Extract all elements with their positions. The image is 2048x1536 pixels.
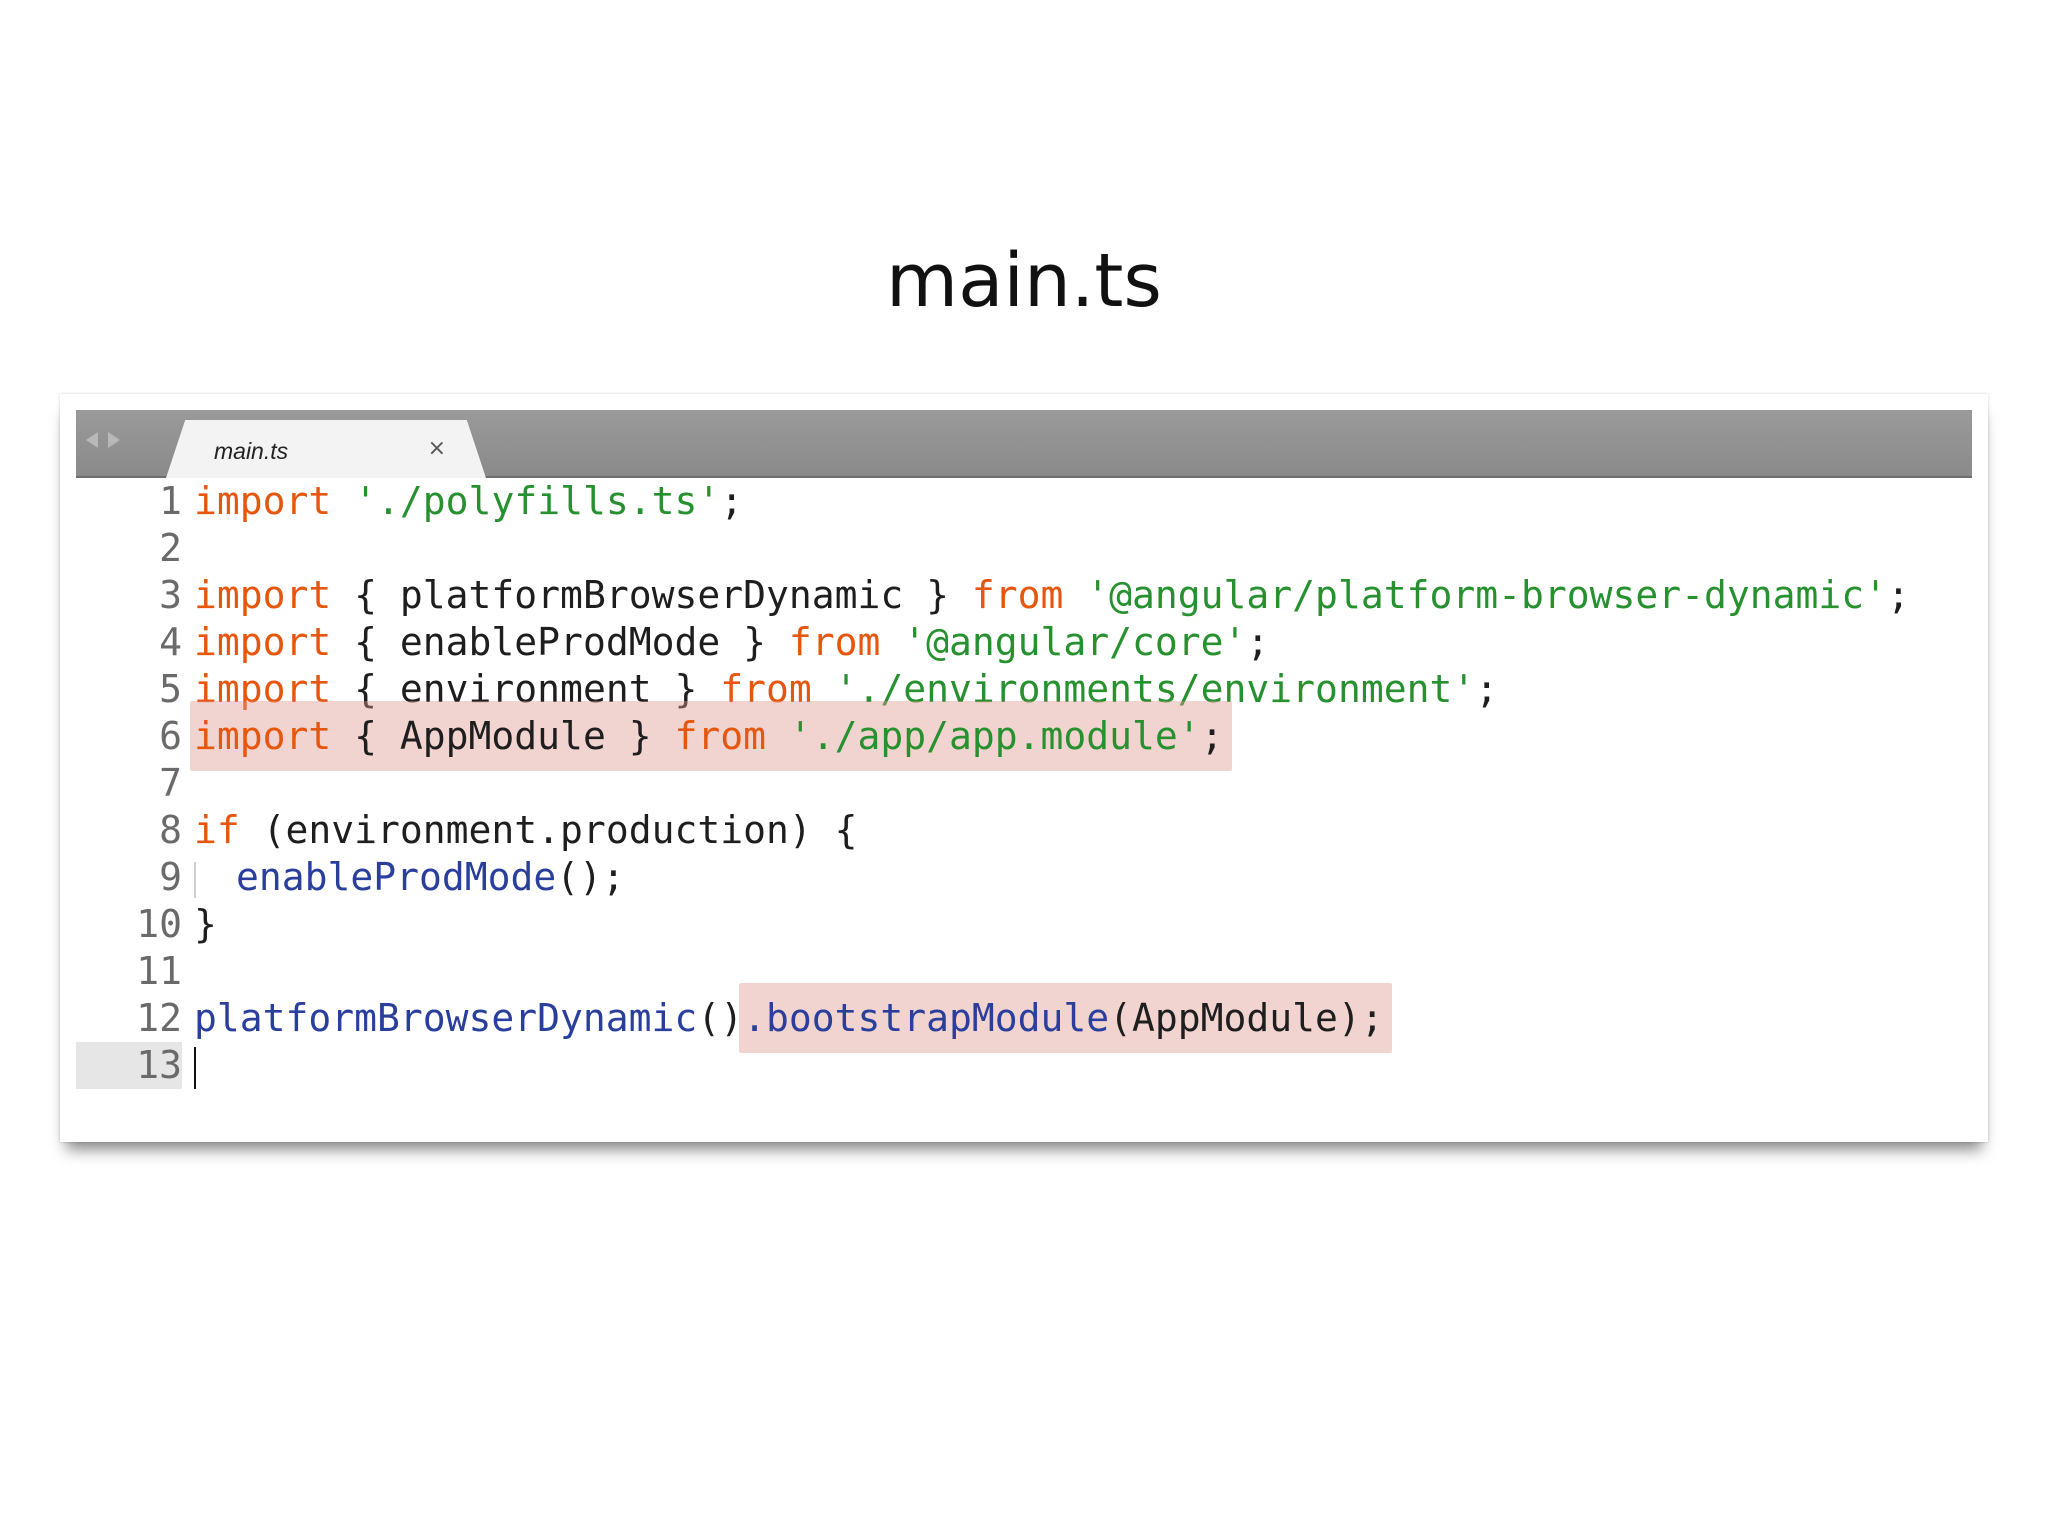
line-content: enableProdMode(); xyxy=(194,854,625,901)
tab-nav-arrows xyxy=(86,432,120,448)
line-number: 5 xyxy=(159,667,182,711)
line-content: import './polyfills.ts'; xyxy=(194,478,743,525)
line-number: 11 xyxy=(136,949,182,993)
slide-title: main.ts xyxy=(886,238,1162,324)
code-token: (); xyxy=(556,855,625,899)
arrow-left-icon[interactable] xyxy=(86,432,98,448)
code-token: from xyxy=(674,714,766,758)
code-token: import xyxy=(194,667,332,711)
code-token: import xyxy=(194,714,332,758)
code-token: './polyfills.ts' xyxy=(354,479,721,523)
code-line[interactable]: 3 import { platformBrowserDynamic } from … xyxy=(76,572,1972,619)
line-number: 10 xyxy=(136,902,182,946)
code-token: ; xyxy=(1200,714,1224,758)
line-number: 12 xyxy=(136,996,182,1040)
code-line[interactable]: 7 xyxy=(76,760,1972,807)
code-token: } xyxy=(194,902,217,946)
close-icon[interactable]: × xyxy=(427,436,446,461)
code-token: (AppModule); xyxy=(1109,996,1384,1040)
code-line[interactable]: 4 import { enableProdMode } from '@angula… xyxy=(76,619,1972,666)
line-content: import { AppModule } from './app/app.mod… xyxy=(194,713,1224,760)
line-content: import { enableProdMode } from '@angular… xyxy=(194,619,1269,666)
code-token: import xyxy=(194,573,332,617)
line-content: platformBrowserDynamic().bootstrapModule… xyxy=(194,995,1384,1042)
line-content: import { environment } from './environme… xyxy=(194,666,1498,713)
arrow-right-icon[interactable] xyxy=(108,432,120,448)
line-content: if (environment.production) { xyxy=(194,807,857,854)
code-token xyxy=(880,620,903,664)
line-number: 9 xyxy=(159,855,182,899)
code-token: { enableProdMode } xyxy=(331,620,789,664)
code-token: { AppModule } xyxy=(331,714,675,758)
code-highlight xyxy=(190,701,1232,771)
line-number: 1 xyxy=(159,479,182,523)
code-token: enableProdMode xyxy=(236,855,557,899)
code-token: from xyxy=(788,620,881,664)
code-line[interactable]: 9 enableProdMode(); xyxy=(76,854,1972,901)
code-line[interactable]: 8 if (environment.production) { xyxy=(76,807,1972,854)
code-line[interactable]: 13 xyxy=(76,1042,1972,1089)
code-line[interactable]: 5 import { environment } from './environm… xyxy=(76,666,1972,713)
code-token xyxy=(1063,573,1086,617)
line-number: 4 xyxy=(159,620,182,664)
code-line[interactable]: 1 import './polyfills.ts'; xyxy=(76,478,1972,525)
code-token: if xyxy=(194,808,240,852)
code-line[interactable]: 12 platformBrowserDynamic().bootstrapModu… xyxy=(76,983,1972,1053)
code-token: '@angular/core' xyxy=(903,620,1247,664)
line-number: 2 xyxy=(159,526,182,570)
code-token xyxy=(766,714,789,758)
code-token: { environment } xyxy=(331,667,721,711)
tab-main-ts[interactable]: main.ts × xyxy=(166,420,486,478)
line-content xyxy=(194,1042,196,1089)
code-token: (environment.production) { xyxy=(239,808,858,852)
code-line[interactable]: 11 xyxy=(76,948,1972,995)
code-highlight xyxy=(739,983,1392,1053)
code-token: ; xyxy=(1887,573,1910,617)
code-token: import xyxy=(194,479,332,523)
code-token: { platformBrowserDynamic } xyxy=(331,573,972,617)
code-token: '@angular/platform-browser-dynamic' xyxy=(1086,573,1888,617)
line-content: } xyxy=(194,901,217,948)
code-token: platformBrowserDynamic xyxy=(194,996,698,1040)
code-token: import xyxy=(194,620,332,664)
code-token: from xyxy=(971,573,1064,617)
tab-bar: main.ts × xyxy=(76,410,1972,478)
code-token: ; xyxy=(720,479,744,523)
line-number: 8 xyxy=(159,808,182,852)
code-token: ; xyxy=(1246,620,1270,664)
code-token xyxy=(331,479,354,523)
line-number: 6 xyxy=(159,714,182,758)
text-caret xyxy=(194,1046,196,1089)
code-line[interactable]: 10} xyxy=(76,901,1972,948)
line-number: 3 xyxy=(159,573,182,617)
code-token: from xyxy=(720,667,812,711)
indent-guide xyxy=(194,861,196,898)
code-line[interactable]: 2 xyxy=(76,525,1972,572)
code-token: () xyxy=(697,996,744,1040)
line-number: 13 xyxy=(76,1042,182,1089)
line-number: 7 xyxy=(159,761,182,805)
tab-label: main.ts xyxy=(214,438,289,464)
code-token: './environments/environment' xyxy=(834,667,1476,711)
code-token: .bootstrapModule xyxy=(743,996,1110,1040)
code-token: ; xyxy=(1475,667,1499,711)
code-line[interactable]: 6 import { AppModule } from './app/app.mo… xyxy=(76,701,1972,771)
line-content: import { platformBrowserDynamic } from '… xyxy=(194,572,1910,619)
code-token: './app/app.module' xyxy=(788,714,1201,758)
